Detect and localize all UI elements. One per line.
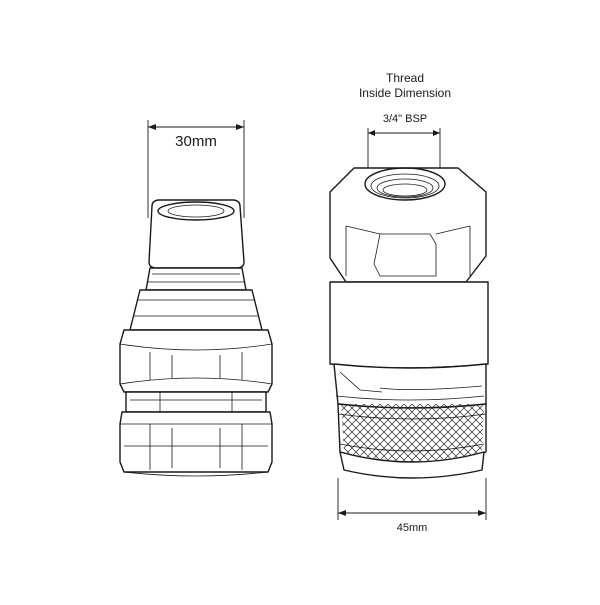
- plug-middle-band: [125, 391, 267, 413]
- plug-lower-hex: [119, 411, 273, 473]
- coupler-body: [329, 281, 489, 369]
- plug-upper-hex: [119, 329, 273, 393]
- thread-size-label: 3/4" BSP: [383, 113, 427, 125]
- plug-nose: [148, 199, 245, 269]
- plug-neck: [145, 267, 247, 291]
- coupler-width-dimension: [337, 478, 487, 520]
- plug-width-dimension: [147, 120, 245, 218]
- plug-dimension-label: 30mm: [175, 133, 217, 150]
- female-coupler: Thread Inside Dimension 3/4" BSP: [329, 71, 489, 534]
- coupler-bottom-lip: [339, 451, 485, 479]
- plug-body: [129, 289, 263, 331]
- coupler-sleeve: [333, 363, 487, 409]
- thread-title-line1: Thread: [386, 71, 424, 85]
- knurl-pattern: [341, 404, 484, 461]
- coupler-hex-nut: [329, 167, 487, 283]
- male-plug: 30mm: [119, 120, 273, 477]
- thread-title-line2: Inside Dimension: [359, 86, 451, 100]
- coupler-dimension-label: 45mm: [397, 522, 428, 534]
